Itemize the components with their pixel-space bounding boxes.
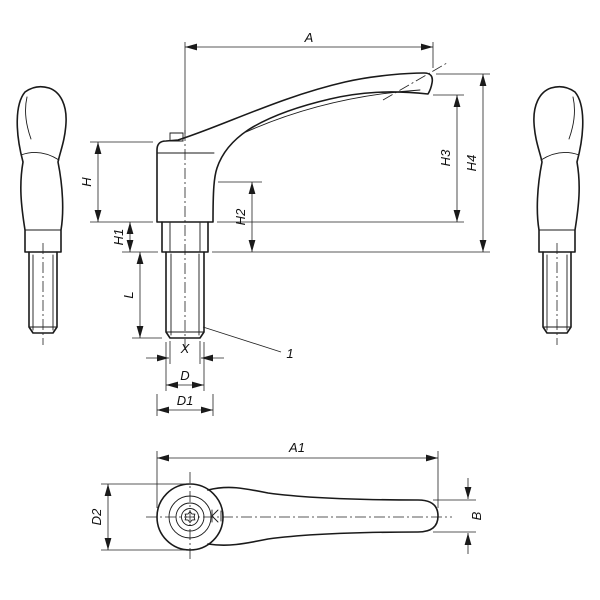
dim-label-l: L [121, 291, 136, 298]
top-washer-circle [175, 502, 205, 532]
dim-label-h4: H4 [464, 155, 479, 172]
bushing-bore-lines [169, 222, 201, 252]
dim-label-h2: H2 [233, 208, 248, 225]
side-knob-contour [25, 96, 32, 140]
dim-label-x: X [180, 341, 191, 356]
side-view-left [16, 85, 67, 345]
dim-label-d: D [180, 368, 189, 383]
side-seam-line [20, 151, 60, 161]
top-handle-outline [207, 486, 439, 546]
lever-tip-centerline [382, 62, 448, 101]
lever-outline [156, 72, 434, 223]
dim-label-h1: H1 [111, 229, 126, 246]
dimensions-top [101, 451, 476, 554]
stud-outline [165, 251, 205, 339]
side-lever-outline [16, 85, 67, 253]
dimensions-main [90, 42, 490, 416]
dim-label-d1: D1 [177, 393, 194, 408]
dim-label-a: A [304, 30, 314, 45]
lever-grip-contour [245, 89, 421, 133]
callout-leader [202, 326, 282, 353]
main-view [156, 62, 448, 352]
top-hub-circle [156, 483, 224, 551]
dim-label-a1: A1 [288, 440, 305, 455]
top-screw-circle [181, 508, 199, 526]
top-view [146, 472, 452, 562]
dim-label-d2: D2 [89, 508, 104, 525]
stud-thread-lines [165, 253, 205, 336]
side-view-right [533, 85, 584, 346]
top-counterbore-circle [168, 495, 212, 539]
dim-label-b: B [469, 511, 484, 520]
dim-label-h3: H3 [438, 149, 453, 166]
logo-stamp [211, 509, 222, 523]
bushing-outline [161, 221, 209, 253]
callout-label-1: 1 [286, 346, 293, 361]
hub-notch [169, 132, 184, 142]
dimension-labels: A H H1 H2 H3 H4 L X D D1 1 A1 D2 B [79, 30, 484, 525]
torx-recess-icon [184, 510, 196, 524]
dim-label-h: H [79, 177, 94, 187]
